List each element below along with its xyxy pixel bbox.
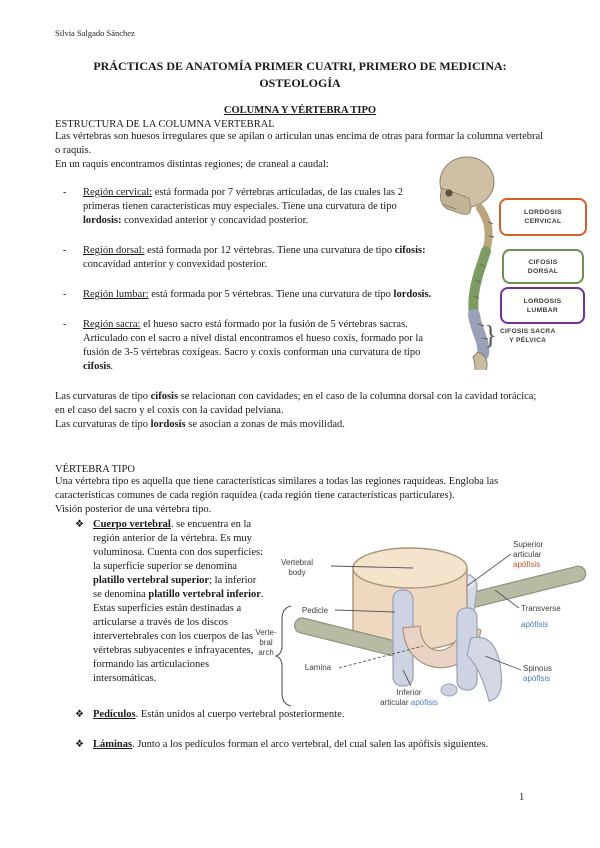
label-vertebral-body: Vertebral body [263, 558, 331, 578]
label-lamina: Lamina [304, 663, 332, 672]
section-heading-vertebra-tipo: VÉRTEBRA TIPO [55, 464, 135, 475]
list-item-laminas: ❖ Láminas. Junto a los pedículos forman … [55, 738, 545, 752]
dash-bullet-icon: - [63, 289, 67, 300]
list-item-region-lumbar: - Región lumbar: está formada por 5 vért… [55, 288, 545, 302]
vertebral-arch-brace [274, 605, 292, 707]
vertebra-tipo-paragraph: Una vértebra tipo es aquella que tiene c… [55, 476, 499, 501]
label-cifosis-sacra: } CIFOSIS SACRA Y PÉLVICA [484, 320, 556, 351]
section-subtitle: COLUMNA Y VÉRTEBRA TIPO [223, 105, 377, 116]
intro-paragraph: Las vértebras son huesos irregulares que… [55, 131, 544, 156]
cifosis-dorsal-line1: CIFOSIS [528, 258, 558, 266]
vision-posterior-line: Visión posterior de una vértebra tipo. [55, 504, 212, 515]
inferior-nub-drawing [440, 683, 458, 697]
cuerpo-vertebral-text: Cuerpo vertebral. se encuentra en la reg… [93, 519, 264, 684]
label-box-lordosis-lumbar: LORDOSIS LUMBAR [500, 287, 585, 324]
label-vertebral-arch: Verte- bral arch [245, 628, 287, 658]
lordosis-paragraph: Las curvaturas de tipo lordosis se asoci… [55, 419, 345, 430]
inferior-line2: articular apófisis [353, 698, 465, 708]
region-sacra-text: Región sacra: el hueso sacro está formad… [83, 319, 423, 372]
list-item-region-dorsal: - Región dorsal: está formada por 12 vér… [55, 244, 545, 272]
dash-bullet-icon: - [63, 245, 67, 256]
list-item-cuerpo-vertebral: ❖ Cuerpo vertebral. se encuentra en la r… [55, 518, 545, 686]
apofisis-word-spinous: apófisis [523, 674, 551, 683]
skull-drawing [439, 156, 495, 215]
list-item-region-cervical: - Región cervical: está formada por 7 vé… [55, 186, 545, 228]
vertebral-body-line2: body [288, 568, 306, 577]
cifosis-dorsal-line2: DORSAL [527, 267, 559, 275]
title-line-2: OSTEOLOGÍA [259, 76, 341, 90]
region-lumbar-text: Región lumbar: está formada por 5 vérteb… [83, 289, 432, 300]
cifosis-sacra-text: CIFOSIS SACRA Y PÉLVICA [500, 327, 556, 345]
document-title: PRÁCTICAS DE ANATOMÍA PRIMER CUATRI, PRI… [55, 58, 545, 92]
leader-lines [330, 553, 522, 687]
lordosis-lumbar-line1: LORDOSIS [523, 297, 562, 305]
dash-bullet-icon: - [63, 187, 67, 198]
label-superior-articular: Superior articular apófisis [513, 540, 573, 570]
spine-figure: LORDOSIS CERVICAL CIFOSIS DORSAL LORDOSI… [428, 152, 600, 370]
lordosis-lumbar-line2: LUMBAR [526, 306, 559, 314]
apofisis-word-transverse: apófisis [521, 620, 549, 629]
vertebral-arch-line3: arch [258, 648, 274, 657]
spinous-line1: Spinous [523, 664, 552, 673]
vertebral-arch-line2: bral [259, 638, 273, 647]
diamond-bullet-icon: ❖ [75, 709, 84, 720]
intro-paragraph-2: En un raquis encontramos distintas regio… [55, 159, 329, 170]
laminas-text: Láminas. Junto a los pedículos forman el… [93, 739, 489, 750]
diamond-bullet-icon: ❖ [75, 519, 84, 530]
apofisis-word-superior: apófisis [513, 560, 541, 569]
title-line-1: PRÁCTICAS DE ANATOMÍA PRIMER CUATRI, PRI… [93, 59, 507, 73]
dash-bullet-icon: - [63, 319, 67, 330]
list-item-pediculos: ❖ Pedículos. Están unidos al cuerpo vert… [55, 708, 545, 722]
inferior-line1: Inferior [396, 688, 422, 697]
cifosis-sacra-line1: CIFOSIS SACRA [499, 327, 556, 335]
page-number: 1 [519, 792, 525, 803]
label-transverse: Transverse apófisis [521, 604, 591, 630]
lordosis-cervical-line2: CERVICAL [524, 218, 562, 225]
list-item-region-sacra: - Región sacra: el hueso sacro está form… [55, 318, 545, 374]
transverse-process-right-drawing [466, 565, 587, 608]
superior-line1: Superior [513, 540, 544, 549]
spine-illustration [439, 156, 495, 370]
label-box-lordosis-cervical: LORDOSIS CERVICAL [499, 198, 587, 236]
vertebral-body-line1: Vertebral [280, 558, 314, 567]
vertebra-illustration [274, 547, 587, 707]
transverse-line1: Transverse [521, 604, 561, 613]
superior-line2: articular [513, 550, 542, 559]
brace-icon: } [484, 320, 497, 350]
cifosis-paragraph: Las curvaturas de tipo cifosis se relaci… [55, 391, 537, 416]
region-cervical-text: Región cervical: está formada por 7 vért… [83, 187, 403, 226]
region-list: - Región cervical: está formada por 7 vé… [55, 186, 545, 374]
pediculos-text: Pedículos. Están unidos al cuerpo verteb… [93, 709, 345, 720]
inferior-articular-word: articular [380, 698, 409, 707]
section-heading-estructura: ESTRUCTURA DE LA COLUMNA VERTEBRAL [55, 119, 275, 130]
region-dorsal-text: Región dorsal: está formada por 12 vérte… [83, 245, 426, 270]
label-pedicle: Pedicle [301, 606, 329, 615]
lordosis-cervical-line1: LORDOSIS [524, 209, 562, 216]
label-box-cifosis-dorsal: CIFOSIS DORSAL [502, 249, 584, 284]
vertebral-arch-line1: Verte- [255, 628, 277, 637]
spinous-process-drawing [466, 636, 503, 702]
apofisis-word-inferior: apófisis [410, 698, 438, 707]
label-spinous: Spinous apófisis [523, 664, 583, 684]
vertebra-figure: Vertebral body Pedicle Verte- bral arch … [245, 538, 600, 736]
label-inferior-articular: Inferior articular apófisis [353, 688, 465, 708]
diamond-bullet-icon: ❖ [75, 739, 84, 750]
author-name: Silvia Salgado Sánchez [55, 28, 135, 38]
cifosis-sacra-line2: Y PÉLVICA [509, 336, 547, 344]
